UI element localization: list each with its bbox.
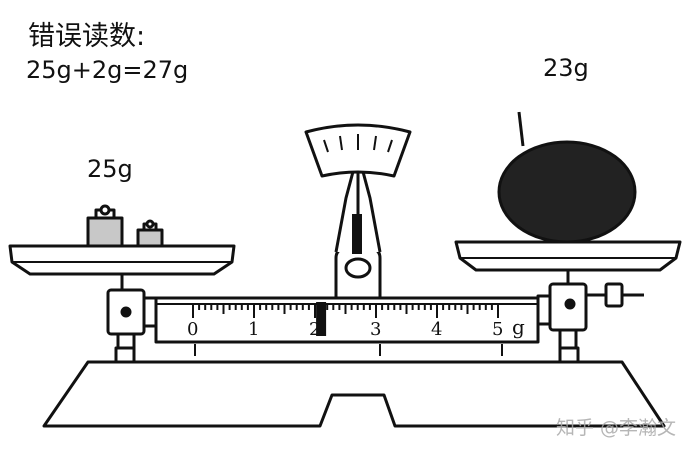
weight-20g xyxy=(86,204,124,248)
measured-object xyxy=(497,140,637,244)
balance-base xyxy=(42,360,666,428)
rider xyxy=(316,302,327,336)
right-post xyxy=(558,346,580,364)
scale-tick-label: 5 xyxy=(492,319,503,340)
balance-screw xyxy=(604,282,624,308)
right-pan-mass-label: 23g xyxy=(543,54,589,82)
scale-tick-label: 0 xyxy=(187,319,198,340)
weight-5g xyxy=(136,219,164,248)
scale-ticks xyxy=(192,304,499,318)
pointer-dial xyxy=(304,123,412,178)
scale-unit-label: g xyxy=(512,315,525,339)
scale-tick-label: 2 xyxy=(309,319,320,340)
scale-tick-label: 4 xyxy=(431,319,442,340)
scale-tick-label: 1 xyxy=(248,319,259,340)
scale-tick-label: 3 xyxy=(370,319,381,340)
right-pan xyxy=(454,240,682,272)
equation-label: 25g+2g=27g xyxy=(26,56,189,84)
left-pan-mass-label: 25g xyxy=(87,155,133,183)
title-label: 错误读数: xyxy=(28,21,146,52)
left-pan xyxy=(8,244,236,276)
left-post xyxy=(114,346,136,364)
scale-tick-labels: 0 1 2 3 4 5 xyxy=(187,319,503,340)
watermark: 知乎 @李瀚文 xyxy=(556,417,677,439)
object-string xyxy=(517,111,525,147)
pillar-knob xyxy=(344,257,372,279)
